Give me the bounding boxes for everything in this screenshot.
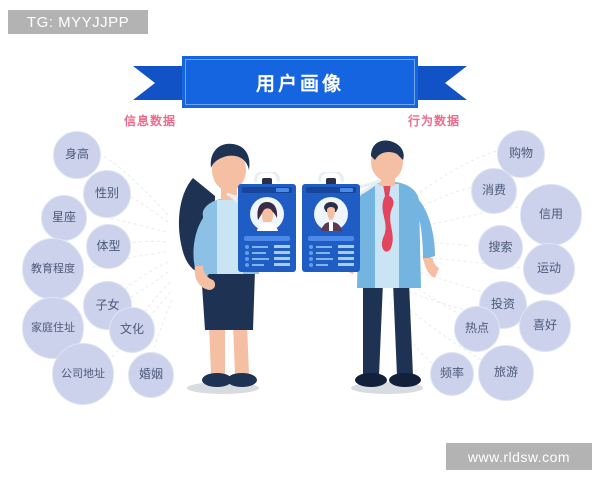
bubble-right-9[interactable]: 频率 xyxy=(430,352,474,396)
bubble-left-4[interactable]: 教育程度 xyxy=(22,238,84,300)
male-figure xyxy=(336,140,439,394)
bubble-right-4[interactable]: 运动 xyxy=(523,243,575,295)
banner-ribbon: 用户画像 xyxy=(133,56,467,108)
bubble-label: 子女 xyxy=(95,297,120,312)
bubble-right-2[interactable]: 信用 xyxy=(520,184,582,246)
banner-body: 用户画像 xyxy=(182,56,418,108)
bubble-left-5[interactable]: 子女 xyxy=(83,281,132,330)
bubble-right-1[interactable]: 消费 xyxy=(471,168,517,214)
bubble-label: 喜好 xyxy=(532,318,557,333)
bubble-label: 信用 xyxy=(538,207,563,222)
bubble-label: 文化 xyxy=(119,322,144,337)
bubble-label: 搜索 xyxy=(488,239,513,254)
bubble-label: 频率 xyxy=(439,366,464,381)
id-badge-right xyxy=(302,172,360,272)
bubble-left-2[interactable]: 星座 xyxy=(41,195,87,241)
bubble-right-6[interactable]: 热点 xyxy=(454,306,500,352)
bubble-label: 购物 xyxy=(508,146,533,161)
bubble-label: 旅游 xyxy=(493,365,518,380)
bubble-label: 星座 xyxy=(51,210,76,225)
watermark-bottom-right: www.rldsw.com xyxy=(446,443,592,470)
bubble-left-7[interactable]: 文化 xyxy=(109,307,155,353)
bubble-label: 热点 xyxy=(464,321,489,336)
bubble-label: 性别 xyxy=(94,186,119,201)
bubble-label: 投资 xyxy=(490,297,515,312)
bubble-right-7[interactable]: 喜好 xyxy=(519,300,571,352)
female-figure xyxy=(178,143,279,394)
id-badge-left xyxy=(238,172,296,272)
bubble-left-0[interactable]: 身高 xyxy=(53,131,101,179)
bubble-label: 婚姻 xyxy=(138,367,163,382)
bubble-label: 消费 xyxy=(481,183,506,198)
bubble-label: 教育程度 xyxy=(31,261,75,275)
section-label-right: 行为数据 xyxy=(408,114,461,128)
watermark-top-left: TG: MYYJJPP xyxy=(8,10,148,34)
page-title: 用户画像 xyxy=(255,72,344,95)
section-label-left: 信息数据 xyxy=(124,114,177,128)
bubble-right-8[interactable]: 旅游 xyxy=(478,345,534,401)
bubble-label: 运动 xyxy=(536,261,561,276)
bubble-left-3[interactable]: 体型 xyxy=(86,224,131,269)
bubble-left-8[interactable]: 公司地址 xyxy=(52,343,114,405)
bubble-left-1[interactable]: 性别 xyxy=(83,170,131,218)
bubble-left-9[interactable]: 婚姻 xyxy=(128,352,174,398)
bubble-label: 家庭住址 xyxy=(31,320,75,334)
bubble-label: 体型 xyxy=(96,238,121,253)
bubble-label: 公司地址 xyxy=(61,366,105,380)
bubble-right-3[interactable]: 搜索 xyxy=(478,225,523,270)
bubble-label: 身高 xyxy=(64,147,89,162)
